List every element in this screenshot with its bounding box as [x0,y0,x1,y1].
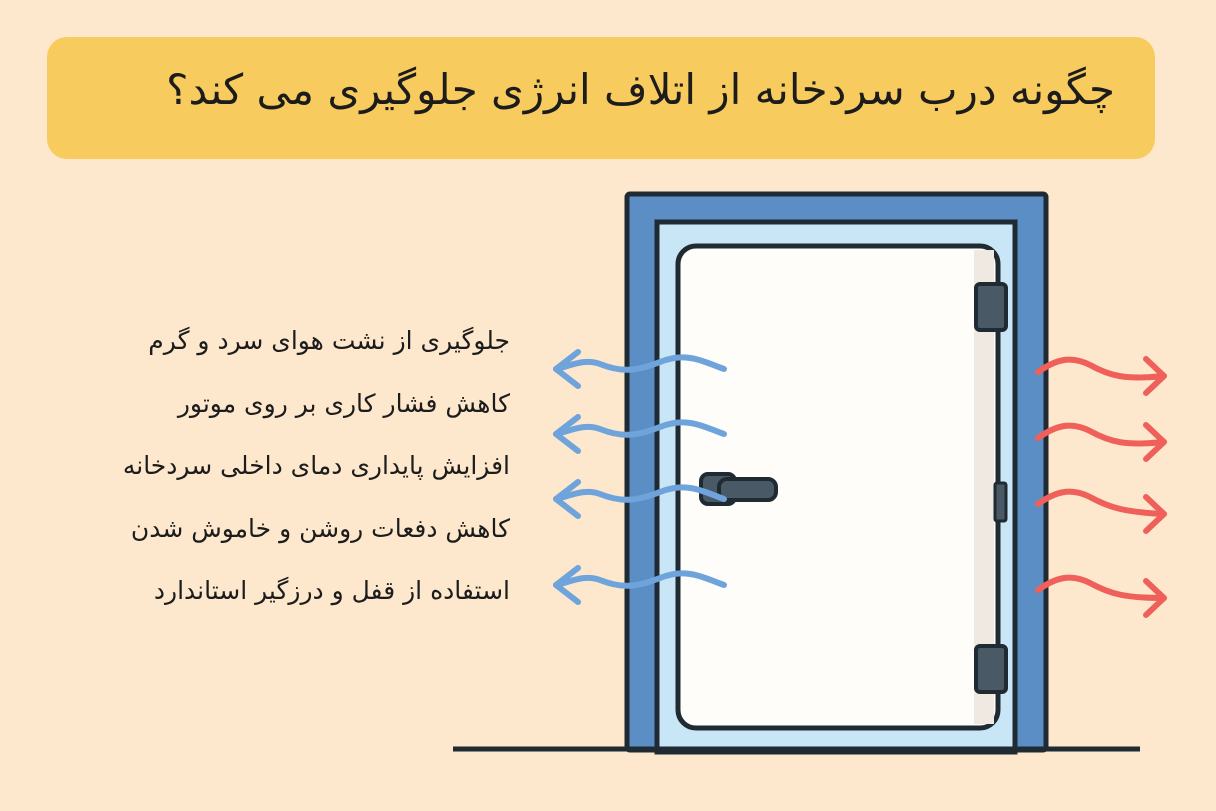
cold-air-arrow-icon [553,349,727,389]
warm-air-arrow-icon [1035,488,1167,534]
benefit-item: استفاده از قفل و درزگیر استاندارد [153,576,510,605]
warm-air-arrow-icon [1035,574,1167,618]
warm-air-arrow-icon [1035,356,1167,396]
hinge-top [974,282,1008,332]
door-edge-shade [974,250,994,724]
page-title: چگونه درب سردخانه از اتلاف انرژی جلوگیری… [166,65,1115,114]
latch [993,481,1008,523]
cold-air-arrow-icon [553,479,727,519]
benefit-item: کاهش دفعات روشن و خاموش شدن [130,513,510,543]
title-banner: چگونه درب سردخانه از اتلاف انرژی جلوگیری… [47,37,1155,159]
benefit-item: کاهش فشار کاری بر روی موتور [177,388,510,418]
benefit-item: جلوگیری از نشت هوای سرد و گرم [148,326,510,355]
benefits-list: جلوگیری از نشت هوای سرد و گرم کاهش فشار … [123,318,510,631]
hinge-bottom [974,644,1008,694]
door-handle-icon [699,472,778,506]
cold-air-arrow-icon [553,565,727,605]
cold-air-arrow-icon [553,414,727,454]
benefit-item: افزایش پایداری دمای داخلی سردخانه [122,451,510,480]
warm-air-arrow-icon [1035,422,1167,462]
